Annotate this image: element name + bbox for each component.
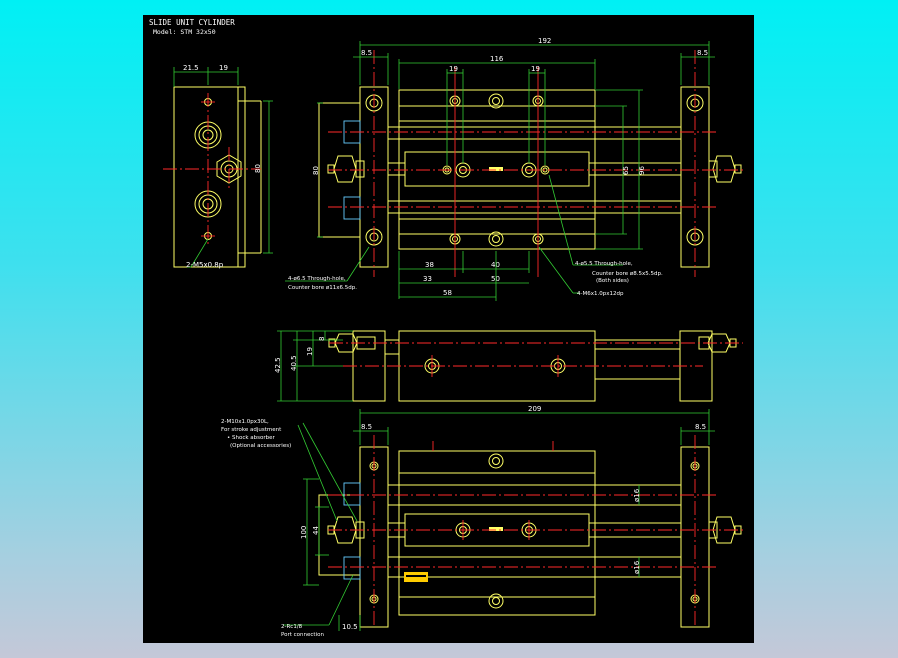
dim-40-5: 40.5 [290, 355, 298, 371]
dim-80-side: 80 [254, 164, 262, 173]
front-view: 42.5 40.5 19 8 [274, 330, 743, 402]
dim-8: 8 [318, 337, 326, 341]
cad-viewport[interactable]: SLIDE UNIT CYLINDER Model: STM 32x50 [143, 15, 754, 643]
dim-19-front: 19 [306, 347, 314, 356]
dim-10-5: 10.5 [342, 623, 358, 631]
dim-d16-upper: ø16 [633, 488, 641, 502]
note-m6: 4-M6x1.0px12dp [577, 291, 624, 297]
note-m10-b: For stroke adjustment [221, 427, 282, 433]
note-thru1-a: 4-ø6.5 Through-hole, [288, 276, 346, 282]
dim-100: 100 [300, 526, 308, 539]
dim-116: 116 [490, 55, 504, 63]
dim-192: 192 [538, 37, 551, 45]
dim-80-top: 80 [312, 166, 320, 175]
note-thru2-c: (Both sides) [596, 278, 629, 284]
dim-44: 44 [312, 526, 320, 535]
note-m10-a: 2-M10x1.0px30L, [221, 419, 269, 425]
note-thru2-b: Counter bore ø8.5x5.5dp. [592, 271, 663, 277]
dim-19-right: 19 [531, 65, 540, 73]
dim-40: 40 [491, 261, 500, 269]
note-thru1-b: Counter bore ø11x6.5dp. [288, 285, 357, 291]
dim-38: 38 [425, 261, 434, 269]
dim-19-top: 19 [219, 64, 228, 72]
bottom-view: 209 8.5 8.5 100 44 ø16 ø16 10.5 2-M10x1.… [221, 405, 743, 638]
dim-d16-lower: ø16 [633, 560, 641, 574]
note-thru2-a: 4-ø5.5 Through-hole, [575, 261, 633, 267]
dim-21-5: 21.5 [183, 64, 199, 72]
dim-8-5-right: 8.5 [697, 49, 708, 57]
dim-96: 96 [638, 166, 646, 175]
drawing-model: Model: STM 32x50 [153, 28, 216, 36]
dim-33: 33 [423, 275, 432, 283]
nameplate-mark [489, 167, 503, 171]
dim-8-5-bottom-left: 8.5 [361, 423, 372, 431]
note-m10-c: • Shock absorber [227, 435, 276, 441]
note-rc: 2-Rc1/8 [281, 624, 303, 630]
note-m10-d: (Optional accessories) [230, 443, 291, 449]
nameplate-mark-bottom [489, 527, 503, 531]
dim-42-5: 42.5 [274, 357, 282, 373]
dim-65: 65 [622, 166, 630, 175]
dim-58: 58 [443, 289, 452, 297]
top-view: 192 8.5 8.5 116 19 19 80 65 96 38 40 33 … [285, 37, 743, 301]
note-m5: 2-M5x0.8p [186, 261, 224, 269]
drawing-title: SLIDE UNIT CYLINDER [149, 18, 235, 27]
dim-8-5-bottom-right: 8.5 [695, 423, 706, 431]
dim-50: 50 [491, 275, 500, 283]
dim-8-5-left: 8.5 [361, 49, 372, 57]
dim-209: 209 [528, 405, 541, 413]
note-rc-port: Port connection [281, 632, 324, 638]
dim-19-left: 19 [449, 65, 458, 73]
drawing-canvas: SLIDE UNIT CYLINDER Model: STM 32x50 [149, 18, 743, 638]
side-view: 21.5 19 80 2-M5x0.8p [163, 64, 273, 269]
